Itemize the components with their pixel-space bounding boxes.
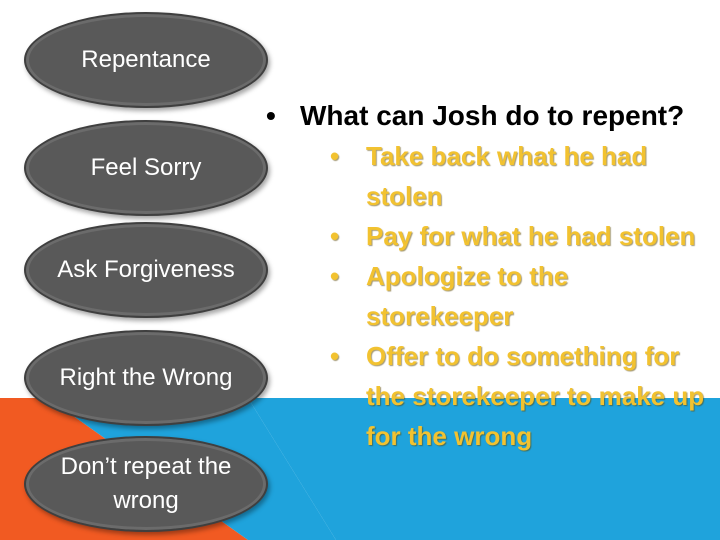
step-label: Repentance (81, 46, 211, 73)
answer-list: • Take back what he had stolen • Pay for… (300, 136, 718, 456)
step-label: Feel Sorry (90, 154, 202, 181)
answer-item: • Take back what he had stolen (300, 136, 718, 216)
step-oval-right-the-wrong: Right the Wrong (24, 330, 268, 426)
question-bullet: • What can Josh do to repent? • Take bac… (258, 96, 718, 456)
bullet-marker: • (266, 100, 276, 131)
step-oval-repentance: Repentance (24, 12, 268, 108)
step-label: Ask Forgiveness (57, 256, 235, 283)
step-oval-dont-repeat: Don’t repeat the wrong (24, 436, 268, 532)
answer-text: Take back what he had stolen (366, 141, 648, 211)
answer-item: • Offer to do something for the storekee… (300, 336, 718, 456)
blue-accent-shape (248, 398, 720, 540)
answer-text: Offer to do something for the storekeepe… (366, 341, 705, 451)
content-bullets: • What can Josh do to repent? • Take bac… (258, 96, 718, 456)
step-label: Right the Wrong (59, 364, 233, 391)
answer-item: • Apologize to the storekeeper (300, 256, 718, 336)
question-text: What can Josh do to repent? (300, 100, 685, 131)
bullet-marker: • (330, 341, 340, 371)
step-label: Don’t repeat the wrong (60, 453, 232, 514)
bullet-marker: • (330, 141, 340, 171)
bullet-marker: • (330, 221, 340, 251)
bullet-marker: • (330, 261, 340, 291)
answer-text: Pay for what he had stolen (366, 221, 696, 251)
answer-item: • Pay for what he had stolen (300, 216, 718, 256)
step-oval-ask-forgiveness: Ask Forgiveness (24, 222, 268, 318)
step-oval-feel-sorry: Feel Sorry (24, 120, 268, 216)
answer-text: Apologize to the storekeeper (366, 261, 569, 331)
